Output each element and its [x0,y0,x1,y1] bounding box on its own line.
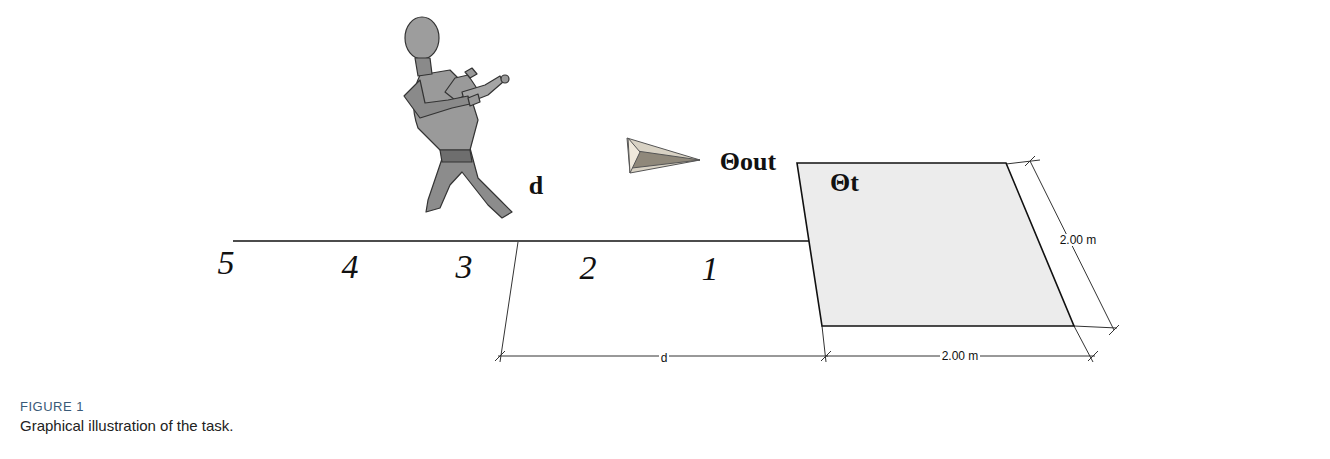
position-number: 1 [702,252,719,286]
position-number: 2 [580,251,597,285]
position-number: 5 [218,246,235,280]
paper-plane [627,138,700,173]
figure-number: FIGURE 1 [20,400,84,413]
dimension-label: d [659,352,670,364]
dimension-label: 2.00 m [940,350,981,362]
position-number: 4 [342,250,359,284]
dimension-label: 2.00 m [1058,234,1099,246]
distance-label: d [529,173,543,199]
angle-label: Θt [830,170,859,196]
figure-caption: Graphical illustration of the task. [20,418,233,433]
position-number: 3 [456,250,473,284]
throw-line [233,240,812,242]
dimension-lines [495,156,1119,362]
angle-label: Θout [720,149,776,175]
landing-square: Θt [796,162,1078,328]
thrower-figure [404,17,512,218]
